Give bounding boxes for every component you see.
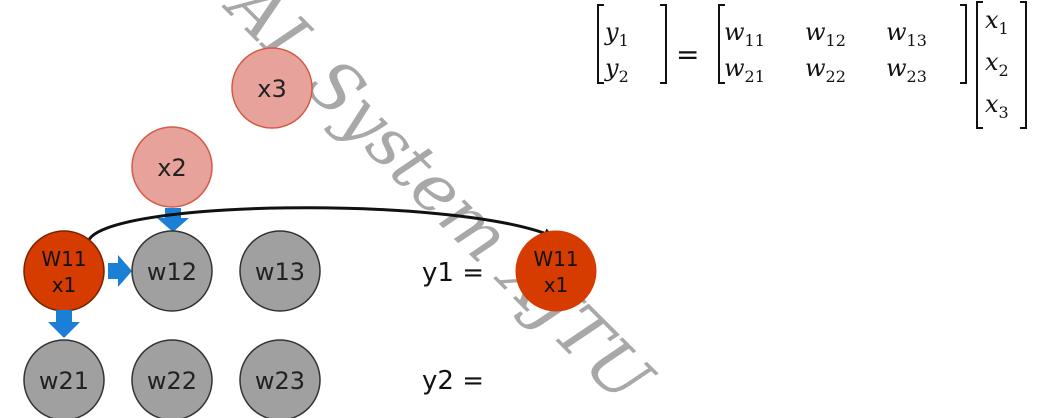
w13-symbol: w13 — [886, 18, 927, 50]
weight-node-w22: w22 — [131, 339, 213, 418]
w21-circle — [23, 339, 105, 418]
y1-symbol: y1 — [604, 18, 629, 50]
equals-sign: = — [676, 38, 699, 71]
w21-label: w21 — [39, 367, 89, 395]
down-arrow-icon — [48, 310, 80, 338]
w23-label: w23 — [255, 367, 305, 395]
weight-node-w21: w21 — [23, 339, 105, 418]
input-node-x3: x3 — [231, 47, 313, 129]
x1-symbol: x1 — [985, 6, 1009, 38]
x3-circle — [231, 47, 313, 129]
weight-node-w13: w13 — [239, 230, 321, 312]
w12-circle — [131, 230, 213, 312]
w11-symbol: w11 — [724, 18, 765, 50]
w23-symbol: w23 — [886, 54, 927, 86]
y1-result-w11-label: W11 — [533, 247, 578, 271]
y1-label: y1 = — [422, 258, 484, 288]
output-node-y1: W11 x1 — [515, 230, 597, 312]
w22-circle — [131, 339, 213, 418]
w-matrix-left-bracket — [718, 4, 725, 84]
x3-label: x3 — [257, 75, 286, 103]
w-matrix-right-bracket — [960, 4, 967, 84]
weight-node-w12: w12 — [131, 230, 213, 312]
w13-label: w13 — [255, 258, 305, 286]
w22-label: w22 — [147, 367, 197, 395]
x2-circle — [131, 126, 213, 208]
w22-symbol: w22 — [805, 54, 846, 86]
w13-circle — [239, 230, 321, 312]
right-arrow-icon — [108, 255, 132, 287]
input-node-x2: x2 — [131, 126, 213, 208]
x2-label: x2 — [157, 154, 186, 182]
x3-symbol: x3 — [985, 90, 1009, 122]
w11-label: W11 — [41, 247, 86, 271]
x-vector-right-bracket — [1020, 1, 1027, 129]
weight-node-w23: w23 — [239, 339, 321, 418]
y-vector-left-bracket — [597, 4, 604, 84]
x-vector-left-bracket — [976, 1, 983, 129]
w21-symbol: w21 — [724, 54, 765, 86]
x2-symbol: x2 — [985, 48, 1009, 80]
y1-result-circle — [515, 230, 597, 312]
curved-arrow — [86, 206, 554, 243]
w23-circle — [239, 339, 321, 418]
w12-label: w12 — [147, 258, 197, 286]
y1-result-x1-label: x1 — [544, 273, 569, 297]
down-arrow-icon — [157, 208, 189, 232]
y2-label: y2 = — [422, 366, 484, 396]
w11-x1-label: x1 — [52, 273, 77, 297]
weight-node-w11: W11 x1 — [23, 230, 105, 312]
y-vector-right-bracket — [660, 4, 667, 84]
matrix-equation: y1 y2 = w11 w12 w13 w21 w22 w23 x1 x2 x3 — [597, 1, 1027, 129]
w11-circle — [23, 230, 105, 312]
w12-symbol: w12 — [805, 18, 846, 50]
y2-symbol: y2 — [604, 54, 629, 86]
